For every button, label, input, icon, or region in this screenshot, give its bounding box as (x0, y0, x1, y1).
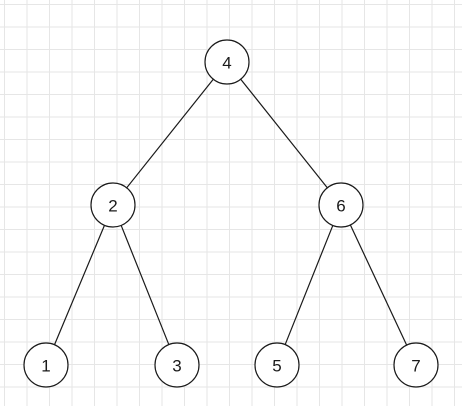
tree-node-2: 2 (90, 182, 136, 228)
node-label: 2 (108, 197, 117, 216)
nodes-layer: 4 2 6 1 3 5 7 (23, 39, 439, 388)
node-circle (154, 342, 200, 388)
tree-node-5: 5 (254, 342, 300, 388)
node-circle (254, 342, 300, 388)
node-circle (23, 342, 69, 388)
edge-n2-n1 (53, 225, 106, 345)
tree-node-4: 4 (204, 39, 250, 85)
tree-node-7: 7 (393, 342, 439, 388)
node-circle (393, 342, 439, 388)
node-label: 5 (272, 357, 281, 376)
edge-n4-n6 (240, 78, 328, 189)
edges-layer (53, 78, 408, 346)
tree-node-3: 3 (154, 342, 200, 388)
node-label: 1 (41, 357, 50, 376)
edge-n4-n2 (126, 78, 214, 189)
node-circle (318, 182, 364, 228)
node-label: 4 (222, 54, 231, 73)
edge-n6-n5 (284, 225, 334, 345)
edge-n6-n7 (349, 224, 408, 346)
node-label: 7 (411, 357, 420, 376)
edge-n2-n3 (120, 225, 170, 345)
node-circle (204, 39, 250, 85)
node-label: 3 (172, 357, 181, 376)
tree-node-6: 6 (318, 182, 364, 228)
node-label: 6 (336, 197, 345, 216)
tree-node-1: 1 (23, 342, 69, 388)
node-circle (90, 182, 136, 228)
